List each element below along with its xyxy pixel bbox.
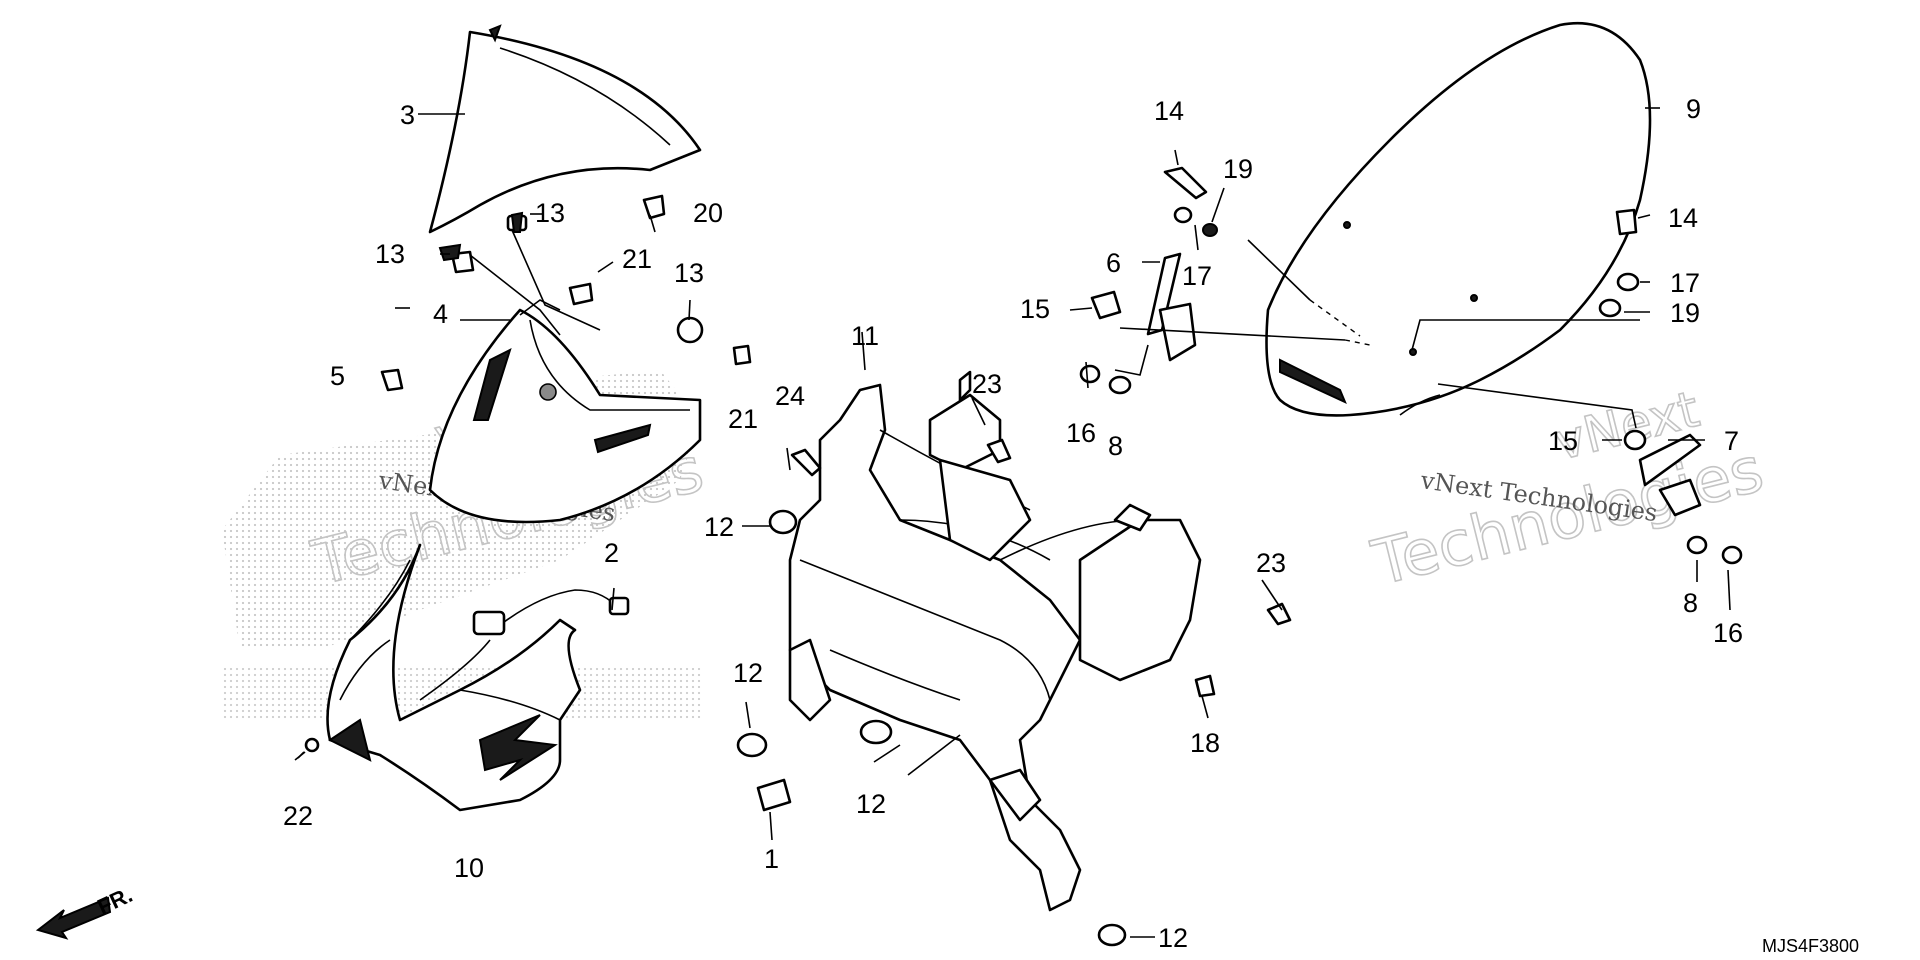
diagram-code: MJS4F3800 bbox=[1762, 936, 1859, 956]
label-21-a: 21 bbox=[622, 244, 652, 274]
label-5: 5 bbox=[330, 361, 345, 391]
label-12-a: 12 bbox=[704, 512, 734, 542]
label-12-d: 12 bbox=[1158, 923, 1188, 953]
leader-lines bbox=[294, 107, 1731, 938]
label-13-b: 13 bbox=[375, 239, 405, 269]
label-21-b: 21 bbox=[728, 404, 758, 434]
part-6-bracket bbox=[1146, 252, 1197, 362]
label-23-b: 23 bbox=[1256, 548, 1286, 578]
label-1: 1 bbox=[764, 844, 779, 874]
label-11: 11 bbox=[851, 321, 879, 351]
label-6: 6 bbox=[1106, 248, 1121, 278]
part-4-inner-cover bbox=[428, 299, 702, 524]
label-8-b: 8 bbox=[1683, 588, 1698, 618]
label-13-c: 13 bbox=[674, 258, 704, 288]
part-2-harness bbox=[419, 589, 630, 701]
label-22: 22 bbox=[283, 801, 313, 831]
label-18: 18 bbox=[1190, 728, 1220, 758]
label-15-b: 15 bbox=[1548, 426, 1578, 456]
part-10-lower-cover bbox=[326, 543, 582, 812]
part-1-collar bbox=[756, 778, 792, 812]
label-24: 24 bbox=[775, 381, 805, 411]
label-20: 20 bbox=[693, 198, 723, 228]
label-13-a: 13 bbox=[535, 198, 565, 228]
label-12-b: 12 bbox=[733, 658, 763, 688]
label-2: 2 bbox=[604, 538, 619, 568]
label-17-a: 17 bbox=[1182, 261, 1212, 291]
label-8-a: 8 bbox=[1108, 431, 1123, 461]
label-14-a: 14 bbox=[1154, 96, 1184, 126]
label-4: 4 bbox=[433, 299, 448, 329]
label-3: 3 bbox=[400, 100, 415, 130]
label-23-a: 23 bbox=[972, 369, 1002, 399]
label-17-b: 17 bbox=[1670, 268, 1700, 298]
part-9-windscreen bbox=[1265, 21, 1652, 417]
part-7-bracket bbox=[1638, 433, 1702, 517]
label-19-b: 19 bbox=[1670, 298, 1700, 328]
part-3-upper-cover bbox=[428, 24, 702, 234]
label-9: 9 bbox=[1686, 94, 1701, 124]
label-16-b: 16 bbox=[1713, 618, 1743, 648]
bolts bbox=[790, 438, 1292, 698]
label-15-a: 15 bbox=[1020, 294, 1050, 324]
label-19-a: 19 bbox=[1223, 154, 1253, 184]
callout-labels: 3 13 20 13 21 13 4 5 21 2 22 10 11 24 23… bbox=[283, 94, 1743, 953]
part-11-frame-stay bbox=[788, 370, 1202, 912]
fasteners-right bbox=[1079, 166, 1743, 565]
label-12-c: 12 bbox=[856, 789, 886, 819]
label-10: 10 bbox=[454, 853, 484, 883]
label-7: 7 bbox=[1724, 426, 1739, 456]
part-12-grommets bbox=[736, 509, 1127, 947]
label-16-a: 16 bbox=[1066, 418, 1096, 448]
label-14-b: 14 bbox=[1668, 203, 1698, 233]
front-direction-arrow: FR. bbox=[35, 882, 136, 940]
